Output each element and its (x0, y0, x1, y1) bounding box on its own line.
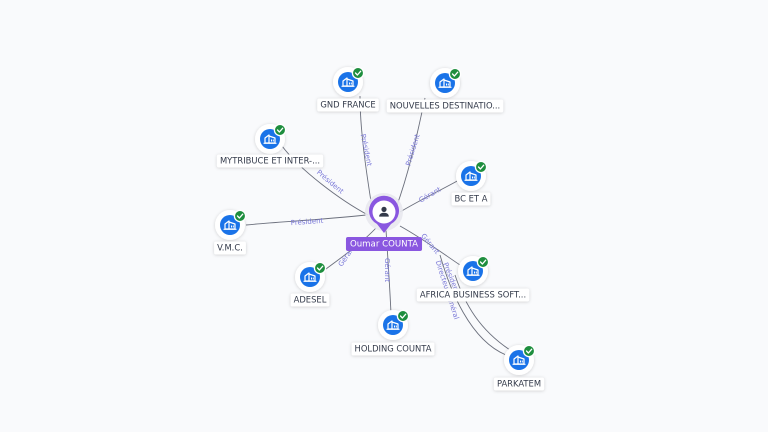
building-icon (386, 320, 400, 330)
label-background (416, 288, 530, 302)
building-icon (464, 171, 478, 181)
person-icon (379, 206, 389, 217)
building-icon (341, 77, 355, 87)
company-node-bc[interactable]: BC ET A (451, 160, 491, 206)
verified-check-icon (396, 309, 410, 323)
company-name: PARKATEM (497, 379, 541, 389)
label-background (351, 342, 435, 356)
edge-line (245, 214, 367, 226)
edge-line (399, 179, 460, 213)
building-icon (263, 134, 277, 144)
company-label[interactable]: GND FRANCE (317, 98, 379, 112)
node-circle (300, 267, 320, 287)
company-name: AFRICA BUSINESS SOFT... (420, 290, 526, 300)
person-label[interactable]: Oumar COUNTA (345, 237, 423, 251)
building-icon (223, 220, 237, 230)
company-label[interactable]: AFRICA BUSINESS SOFT... (416, 288, 530, 302)
node-circle (338, 72, 358, 92)
company-name: HOLDING COUNTA (355, 344, 432, 354)
company-name: ADESEL (294, 295, 327, 305)
edge-label: Gérant (383, 258, 391, 282)
edge-label: Gérant (418, 185, 443, 204)
company-name: GND FRANCE (320, 100, 375, 110)
label-background (290, 293, 330, 307)
edge-line (439, 254, 507, 356)
company-node-gnd[interactable]: GND FRANCE (317, 66, 379, 112)
node-circle (383, 315, 403, 335)
relation-edge-bc: Gérant (399, 179, 460, 213)
company-node-adesel[interactable]: ADESEL (290, 261, 330, 307)
edge-label: Président (359, 133, 374, 167)
verified-check-icon (476, 255, 490, 269)
verified-check-icon (233, 209, 247, 223)
edge-label: Président (404, 133, 421, 167)
verified-check-icon (351, 66, 365, 80)
edge-label: Gérant (419, 232, 441, 256)
label-background (451, 192, 491, 206)
person-node[interactable]: Oumar COUNTA (345, 193, 423, 251)
edge-label: Président (290, 217, 323, 227)
verified-check-icon (313, 261, 327, 275)
relation-edge-gnd: Président (359, 95, 374, 209)
company-label[interactable]: MYTRIBUCE ET INTER-... (216, 154, 324, 168)
company-label[interactable]: ADESEL (290, 293, 330, 307)
label-background (214, 241, 246, 255)
node-circle (461, 166, 481, 186)
label-background (493, 377, 545, 391)
node-circle (435, 73, 455, 93)
node-circle (509, 350, 529, 370)
label-background (317, 98, 379, 112)
relation-edge-nouv: Président (395, 97, 426, 209)
relation-edge-vmc: Président (245, 214, 367, 227)
company-node-vmc[interactable]: V.M.C. (214, 209, 247, 255)
edge-line (454, 274, 511, 351)
verified-check-icon (448, 67, 462, 81)
company-node-africa[interactable]: AFRICA BUSINESS SOFT... (416, 255, 530, 302)
company-label[interactable]: NOUVELLES DESTINATIO... (386, 99, 504, 113)
company-node-holding[interactable]: HOLDING COUNTA (351, 309, 435, 356)
company-node-nouv[interactable]: NOUVELLES DESTINATIO... (386, 67, 504, 113)
label-background (386, 99, 504, 113)
label-background (216, 154, 324, 168)
company-label[interactable]: BC ET A (451, 192, 491, 206)
company-label[interactable]: HOLDING COUNTA (351, 342, 435, 356)
person-label-background (345, 237, 423, 251)
person-name: Oumar COUNTA (350, 240, 418, 250)
node-circle (463, 261, 483, 281)
company-name: MYTRIBUCE ET INTER-... (220, 156, 320, 166)
edge-line (399, 225, 461, 266)
company-label[interactable]: PARKATEM (493, 377, 545, 391)
company-name: NOUVELLES DESTINATIO... (390, 101, 500, 111)
company-name: BC ET A (455, 194, 488, 204)
verified-check-icon (522, 344, 536, 358)
building-icon (303, 272, 317, 282)
person-pin-inner (372, 200, 396, 224)
verified-check-icon (474, 160, 488, 174)
building-icon (512, 355, 526, 365)
company-node-parkatem[interactable]: PARKATEM (493, 344, 545, 391)
building-icon (466, 266, 480, 276)
company-node-mytri[interactable]: MYTRIBUCE ET INTER-... (216, 123, 324, 168)
node-circle (220, 215, 240, 235)
verified-check-icon (273, 123, 287, 137)
company-label[interactable]: V.M.C. (214, 241, 246, 255)
building-icon (438, 78, 452, 88)
node-circle (260, 129, 280, 149)
edge-line (281, 145, 369, 216)
company-name: V.M.C. (217, 243, 243, 253)
